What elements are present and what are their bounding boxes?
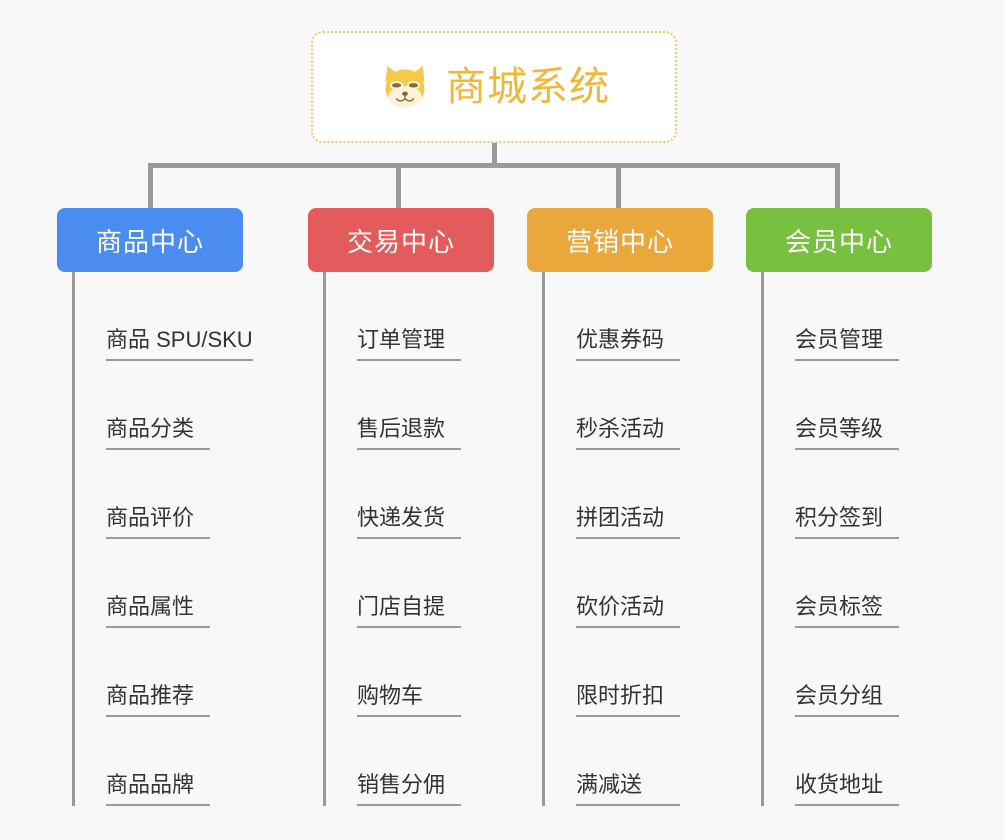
leaf-spine-4 [761, 272, 764, 806]
leaf-spine-1 [72, 272, 75, 806]
leaf-item-label: 会员管理 [795, 327, 899, 361]
leaf-item[interactable]: 会员等级 [761, 361, 981, 450]
category-box-2-label: 交易中心 [346, 226, 455, 257]
leaf-spine-2 [323, 272, 326, 806]
leaf-item[interactable]: 拼团活动 [542, 450, 762, 539]
category-box-4-label: 会员中心 [784, 226, 893, 257]
connector-horizontal-bus [148, 163, 840, 168]
shiba-inu-dog-face-icon [385, 65, 425, 110]
leaf-item[interactable]: 商品分类 [72, 361, 292, 450]
leaf-item[interactable]: 售后退款 [323, 361, 543, 450]
leaf-item-label: 销售分佣 [357, 772, 461, 806]
leaf-item-label: 限时折扣 [576, 683, 680, 717]
leaf-item-label: 会员标签 [795, 594, 899, 628]
leaf-item-label: 商品推荐 [106, 683, 210, 717]
leaf-item[interactable]: 收货地址 [761, 717, 981, 806]
leaf-item[interactable]: 积分签到 [761, 450, 981, 539]
leaf-item-label: 拼团活动 [576, 505, 680, 539]
leaf-item-label: 门店自提 [357, 594, 461, 628]
leaf-column-3: 优惠券码 秒杀活动 拼团活动 砍价活动 限时折扣 满减送 [542, 272, 762, 806]
leaf-item[interactable]: 商品品牌 [72, 717, 292, 806]
leaf-item[interactable]: 门店自提 [323, 539, 543, 628]
leaf-item[interactable]: 满减送 [542, 717, 762, 806]
leaf-item-label: 优惠券码 [576, 327, 680, 361]
leaf-item[interactable]: 商品属性 [72, 539, 292, 628]
leaf-item-label: 会员等级 [795, 416, 899, 450]
leaf-item[interactable]: 商品评价 [72, 450, 292, 539]
leaf-item-label: 商品品牌 [106, 772, 210, 806]
leaf-item[interactable]: 会员分组 [761, 628, 981, 717]
leaf-item[interactable]: 购物车 [323, 628, 543, 717]
leaf-item-label: 订单管理 [357, 327, 461, 361]
leaf-item-label: 商品 SPU/SKU [106, 327, 253, 361]
leaf-item[interactable]: 销售分佣 [323, 717, 543, 806]
connector-drop-1 [148, 163, 153, 209]
leaf-item[interactable]: 商品 SPU/SKU [72, 272, 292, 361]
root-node-title: 商城系统 [446, 65, 610, 109]
leaf-item-label: 快递发货 [357, 505, 461, 539]
connector-drop-3 [616, 163, 621, 209]
connector-drop-4 [835, 163, 840, 209]
leaf-item-label: 售后退款 [357, 416, 461, 450]
leaf-item-label: 积分签到 [795, 505, 899, 539]
leaf-column-2: 订单管理 售后退款 快递发货 门店自提 购物车 销售分佣 [323, 272, 543, 806]
category-box-3[interactable]: 营销中心 [527, 208, 713, 272]
leaf-item[interactable]: 会员管理 [761, 272, 981, 361]
connector-drop-2 [396, 163, 401, 209]
leaf-item-label: 收货地址 [795, 772, 899, 806]
leaf-item-label: 砍价活动 [576, 594, 680, 628]
category-box-2[interactable]: 交易中心 [308, 208, 494, 272]
leaf-item-label: 商品属性 [106, 594, 210, 628]
leaf-item[interactable]: 商品推荐 [72, 628, 292, 717]
leaf-spine-3 [542, 272, 545, 806]
category-box-1[interactable]: 商品中心 [57, 208, 243, 272]
leaf-item[interactable]: 限时折扣 [542, 628, 762, 717]
leaf-item-label: 会员分组 [795, 683, 899, 717]
category-box-3-label: 营销中心 [565, 226, 674, 257]
leaf-column-4: 会员管理 会员等级 积分签到 会员标签 会员分组 收货地址 [761, 272, 981, 806]
leaf-item-label: 购物车 [357, 683, 461, 717]
leaf-item[interactable]: 秒杀活动 [542, 361, 762, 450]
leaf-item[interactable]: 会员标签 [761, 539, 981, 628]
leaf-item-label: 秒杀活动 [576, 416, 680, 450]
leaf-item-label: 商品评价 [106, 505, 210, 539]
root-node-shop-system[interactable]: 商城系统 [311, 31, 677, 143]
leaf-item[interactable]: 订单管理 [323, 272, 543, 361]
leaf-item[interactable]: 优惠券码 [542, 272, 762, 361]
leaf-item-label: 满减送 [576, 772, 680, 806]
category-box-1-label: 商品中心 [95, 226, 204, 257]
connector-root-stem [492, 143, 497, 165]
leaf-column-1: 商品 SPU/SKU 商品分类 商品评价 商品属性 商品推荐 商品品牌 [72, 272, 292, 806]
leaf-item[interactable]: 砍价活动 [542, 539, 762, 628]
leaf-item[interactable]: 快递发货 [323, 450, 543, 539]
category-box-4[interactable]: 会员中心 [746, 208, 932, 272]
leaf-item-label: 商品分类 [106, 416, 210, 450]
